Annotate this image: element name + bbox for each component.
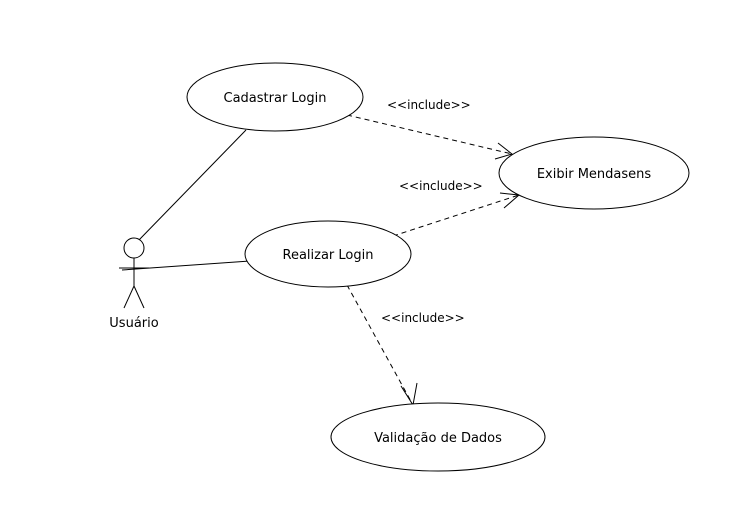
include-realizar-to-exibir [392, 192, 521, 237]
include-arrowhead [499, 192, 521, 209]
include-dashed-line [346, 114, 513, 155]
actor-label: Usuário [109, 316, 158, 331]
include-label-cadastrar-exibir: <<include>> [387, 98, 471, 112]
actor-head-icon [123, 237, 145, 259]
use-case-ellipse [498, 136, 690, 210]
association-realizar-login [121, 260, 251, 271]
include-label-realizar-exibir: <<include>> [399, 179, 483, 193]
use-case-validacao-de-dados: Validação de Dados [330, 402, 546, 472]
include-cadastrar-to-exibir [346, 114, 514, 160]
include-arrowhead [400, 382, 418, 407]
include-dashed-line [392, 194, 520, 237]
use-case-realizar-login: Realizar Login [244, 220, 412, 288]
include-dashed-line [346, 284, 414, 406]
use-case-label: Realizar Login [283, 248, 374, 263]
use-case-label: Validação de Dados [374, 431, 502, 446]
actor-left-leg [123, 285, 135, 309]
use-case-label: Cadastrar Login [224, 91, 327, 106]
include-realizar-to-validacao [346, 284, 418, 407]
include-label-realizar-validacao: <<include>> [381, 311, 465, 325]
actor-right-leg [133, 285, 145, 309]
use-case-ellipse [244, 220, 412, 288]
use-case-label: Exibir Mendasens [537, 167, 652, 182]
use-case-ellipse [186, 62, 364, 132]
association-cadastrar-login [137, 129, 247, 242]
actor-usuario: Usuário [109, 237, 159, 331]
use-case-cadastrar-login: Cadastrar Login [186, 62, 364, 132]
include-arrowhead [494, 142, 514, 160]
use-case-exibir-mendasens: Exibir Mendasens [498, 136, 690, 210]
use-case-ellipse [330, 402, 546, 472]
